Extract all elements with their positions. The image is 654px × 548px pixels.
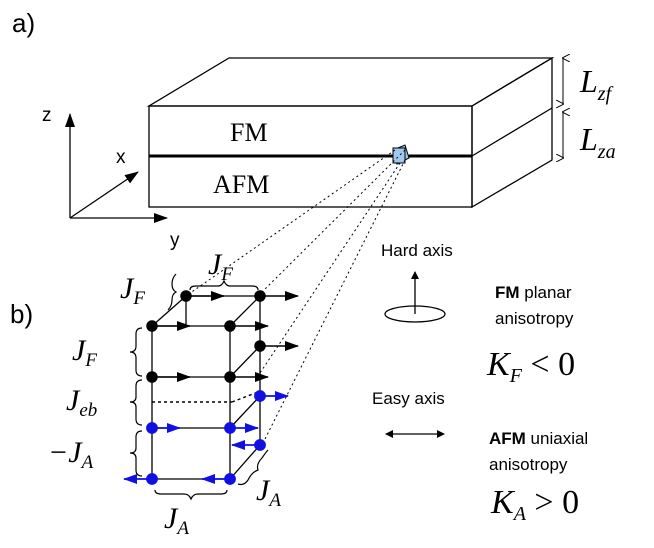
z-axis-label: z xyxy=(42,105,52,126)
fm-afm-interface-side xyxy=(471,107,553,157)
brace-ja-left xyxy=(129,430,143,477)
coupling-label-ja-bottom: JA xyxy=(164,502,189,539)
afm-layer-label: AFM xyxy=(213,170,269,199)
brace-ja-side xyxy=(237,449,269,486)
projection-lines xyxy=(185,149,406,444)
coupling-label-jf-left: JF xyxy=(72,334,97,371)
coupling-label-jeb: Jeb xyxy=(66,384,97,421)
coupling-label-jf-top: JF xyxy=(208,248,233,285)
coupling-braces xyxy=(129,273,269,501)
brace-jeb-left xyxy=(129,379,143,426)
afm-spins xyxy=(123,390,289,485)
layered-slab xyxy=(146,56,555,209)
fm-layer-label: FM xyxy=(230,118,268,147)
coordinate-axes xyxy=(65,113,168,223)
afm-anisotropy-line1: AFM uniaxial xyxy=(489,429,588,448)
fm-anisotropy-line1: FM planar xyxy=(495,283,572,302)
brace-jf-top xyxy=(189,279,259,291)
afm-anisotropy-line2: anisotropy xyxy=(489,455,568,474)
y-axis-label: y xyxy=(170,230,180,251)
thickness-label-afm: Lza xyxy=(579,121,616,163)
fm-spins xyxy=(146,290,299,383)
brace-jf-top-left xyxy=(167,273,178,311)
coupling-label-jf-top-left: JF xyxy=(120,272,145,309)
highlighted-cell-front xyxy=(392,147,406,164)
easy-axis-label: Easy axis xyxy=(372,389,445,408)
thickness-label-fm: Lzf xyxy=(579,63,614,105)
spin-lattice xyxy=(151,295,261,480)
slab-top-face xyxy=(146,57,555,107)
ka-condition: KA > 0 xyxy=(490,484,579,525)
panel-label-b: b) xyxy=(10,299,33,329)
x-axis-arrow xyxy=(69,171,139,219)
fm-anisotropy-line2: anisotropy xyxy=(495,309,574,328)
kf-condition: KF < 0 xyxy=(486,346,575,387)
hard-axis-label: Hard axis xyxy=(381,241,453,260)
panel-label-a: a) xyxy=(12,8,35,38)
coupling-label-ja-side: JA xyxy=(256,474,281,511)
x-axis-label: x xyxy=(116,147,126,168)
exchange-bias-interface-side xyxy=(231,391,259,403)
slab-right-face xyxy=(471,56,553,209)
coupling-label-ja-neg: −JA xyxy=(48,436,94,473)
brace-jf-left xyxy=(129,327,143,377)
brace-ja-bottom xyxy=(154,489,228,501)
